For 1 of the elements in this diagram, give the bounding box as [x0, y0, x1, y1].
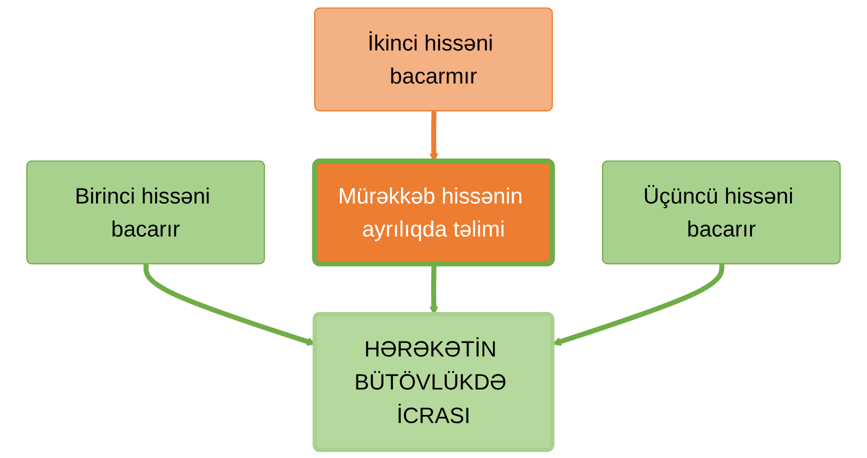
- arrow: [552, 264, 724, 346]
